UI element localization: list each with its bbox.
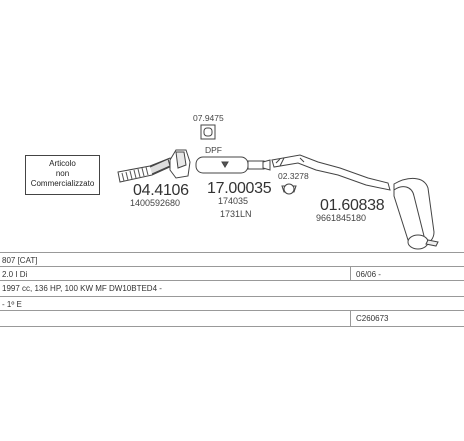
table-row: 807 [CAT] — [0, 252, 464, 267]
exhaust-drawing — [117, 124, 439, 250]
table-row: C260673 — [0, 310, 464, 325]
table-row: 2.0 I Di 06/06 - — [0, 266, 464, 281]
rear-silencer-icon — [393, 178, 439, 250]
part-ref-1[interactable]: 04.4106 — [133, 182, 189, 199]
clamp-mid-ref[interactable]: 02.3278 — [278, 171, 309, 181]
front-catalyst-icon — [169, 149, 191, 179]
exhaust-diagram: Articolo non Commercializzato 07.9475 DP… — [25, 113, 439, 250]
part-sub-2a: 174035 — [218, 196, 249, 206]
dpf-label: DPF — [205, 145, 222, 155]
note-line-3: Commercializzato — [30, 179, 95, 188]
part-ref-2[interactable]: 17.00035 — [207, 180, 272, 197]
row-left: 1997 cc, 136 HP, 100 KW MF DW10BTED4 - — [2, 284, 162, 293]
note-line-1: Articolo — [49, 159, 76, 168]
row-left: - 1º E — [2, 300, 22, 309]
part-ref-3[interactable]: 01.60838 — [320, 197, 385, 214]
part-sub-2b: 1731LN — [220, 209, 252, 219]
dpf-icon — [195, 156, 271, 174]
flex-pipe-icon — [117, 157, 173, 183]
part-sub-1: 1400592680 — [130, 198, 181, 208]
rear-pipe-icon — [271, 154, 391, 191]
clamp-icon — [200, 124, 216, 140]
note-line-2: non — [55, 169, 70, 178]
clamp-ring-icon — [281, 183, 297, 195]
row-right: C260673 — [356, 314, 389, 323]
clamp-top-ref[interactable]: 07.9475 — [193, 113, 224, 123]
part-sub-3: 9661845180 — [316, 213, 367, 223]
row-left: 2.0 I Di — [2, 270, 28, 279]
column-divider — [350, 266, 351, 280]
column-divider — [350, 310, 351, 326]
row-right: 06/06 - — [356, 270, 381, 279]
row-left: 807 [CAT] — [2, 256, 38, 265]
not-sold-note: Articolo non Commercializzato — [25, 155, 100, 195]
table-row: 1997 cc, 136 HP, 100 KW MF DW10BTED4 - — [0, 280, 464, 297]
table-bottom-border — [0, 326, 464, 328]
table-row: - 1º E — [0, 296, 464, 311]
